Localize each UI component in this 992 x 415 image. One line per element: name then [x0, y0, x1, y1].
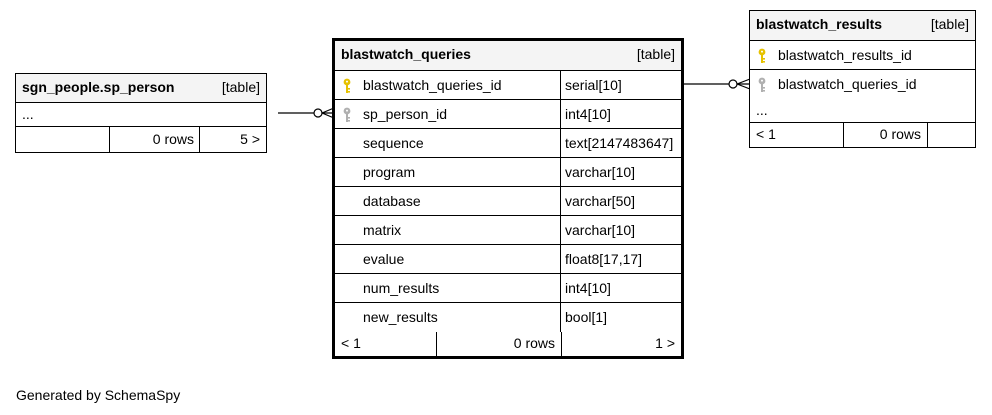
column-row: blastwatch_results_id — [750, 41, 975, 70]
table-type-tag: [table] — [930, 16, 969, 32]
column-type: bool[1] — [565, 309, 608, 325]
pk-key-icon — [342, 78, 352, 94]
column-name: blastwatch_queries_id — [778, 76, 917, 92]
table-header: blastwatch_results [table] — [750, 11, 975, 41]
column-name: new_results — [357, 303, 561, 332]
column-name: num_results — [357, 274, 561, 302]
column-name: program — [357, 158, 561, 186]
column-name: matrix — [357, 216, 561, 244]
fk-key-icon — [342, 107, 352, 123]
table-footer: 0 rows 5 > — [16, 127, 266, 152]
table-name: blastwatch_queries — [341, 46, 471, 62]
link-queries-to-results — [683, 78, 751, 90]
footer-next-link[interactable]: 5 > — [199, 127, 266, 152]
link-sp-person-to-queries — [278, 107, 335, 119]
footer-next — [927, 123, 975, 147]
table-type-tag: [table] — [221, 79, 260, 95]
column-type: int4[10] — [565, 106, 611, 122]
footer-row-count: 0 rows — [109, 127, 200, 152]
table-sp-person[interactable]: sgn_people.sp_person [table] ... 0 rows … — [15, 73, 267, 153]
column-type: varchar[50] — [565, 193, 636, 209]
column-name: blastwatch_results_id — [778, 47, 912, 63]
footer-row-count: 0 rows — [436, 332, 561, 357]
column-type: float8[17,17] — [565, 251, 643, 267]
column-type: varchar[10] — [565, 164, 636, 180]
column-type: int4[10] — [565, 280, 611, 296]
column-name: sp_person_id — [357, 100, 561, 128]
column-row: blastwatch_queries_id — [750, 70, 975, 99]
column-name: blastwatch_queries_id — [357, 71, 561, 99]
pk-key-icon — [757, 48, 767, 64]
column-type: text[2147483647] — [565, 135, 674, 151]
footer-prev — [16, 127, 110, 152]
column-name: database — [357, 187, 561, 215]
ellipsis: ... — [22, 106, 34, 122]
footer-next-link[interactable]: 1 > — [561, 332, 681, 357]
ellipsis-row: ... — [750, 99, 975, 123]
footer-prev-link[interactable]: < 1 — [341, 335, 361, 351]
table-footer: < 1 0 rows 1 > — [335, 332, 681, 357]
ellipsis: ... — [756, 102, 768, 118]
column-type: serial[10] — [565, 77, 622, 93]
column-name: sequence — [357, 129, 561, 157]
table-type-tag: [table] — [636, 46, 675, 62]
table-header: blastwatch_queries [table] — [335, 41, 681, 71]
table-name: sgn_people.sp_person — [22, 79, 175, 95]
table-blastwatch-queries[interactable]: blastwatch_queries [table] blastwatch_qu… — [332, 38, 684, 359]
column-name: evalue — [357, 245, 561, 273]
column-type: varchar[10] — [565, 222, 636, 238]
table-header: sgn_people.sp_person [table] — [16, 74, 266, 103]
ellipsis-row: ... — [16, 103, 266, 127]
table-blastwatch-results[interactable]: blastwatch_results [table] blastwatch_re… — [749, 10, 976, 148]
table-name: blastwatch_results — [756, 16, 883, 32]
table-footer: < 1 0 rows — [750, 123, 975, 147]
footer-prev-link[interactable]: < 1 — [756, 126, 776, 142]
footer-row-count: 0 rows — [843, 123, 927, 147]
fk-key-icon — [757, 77, 767, 93]
generated-by-credit: Generated by SchemaSpy — [16, 387, 181, 403]
